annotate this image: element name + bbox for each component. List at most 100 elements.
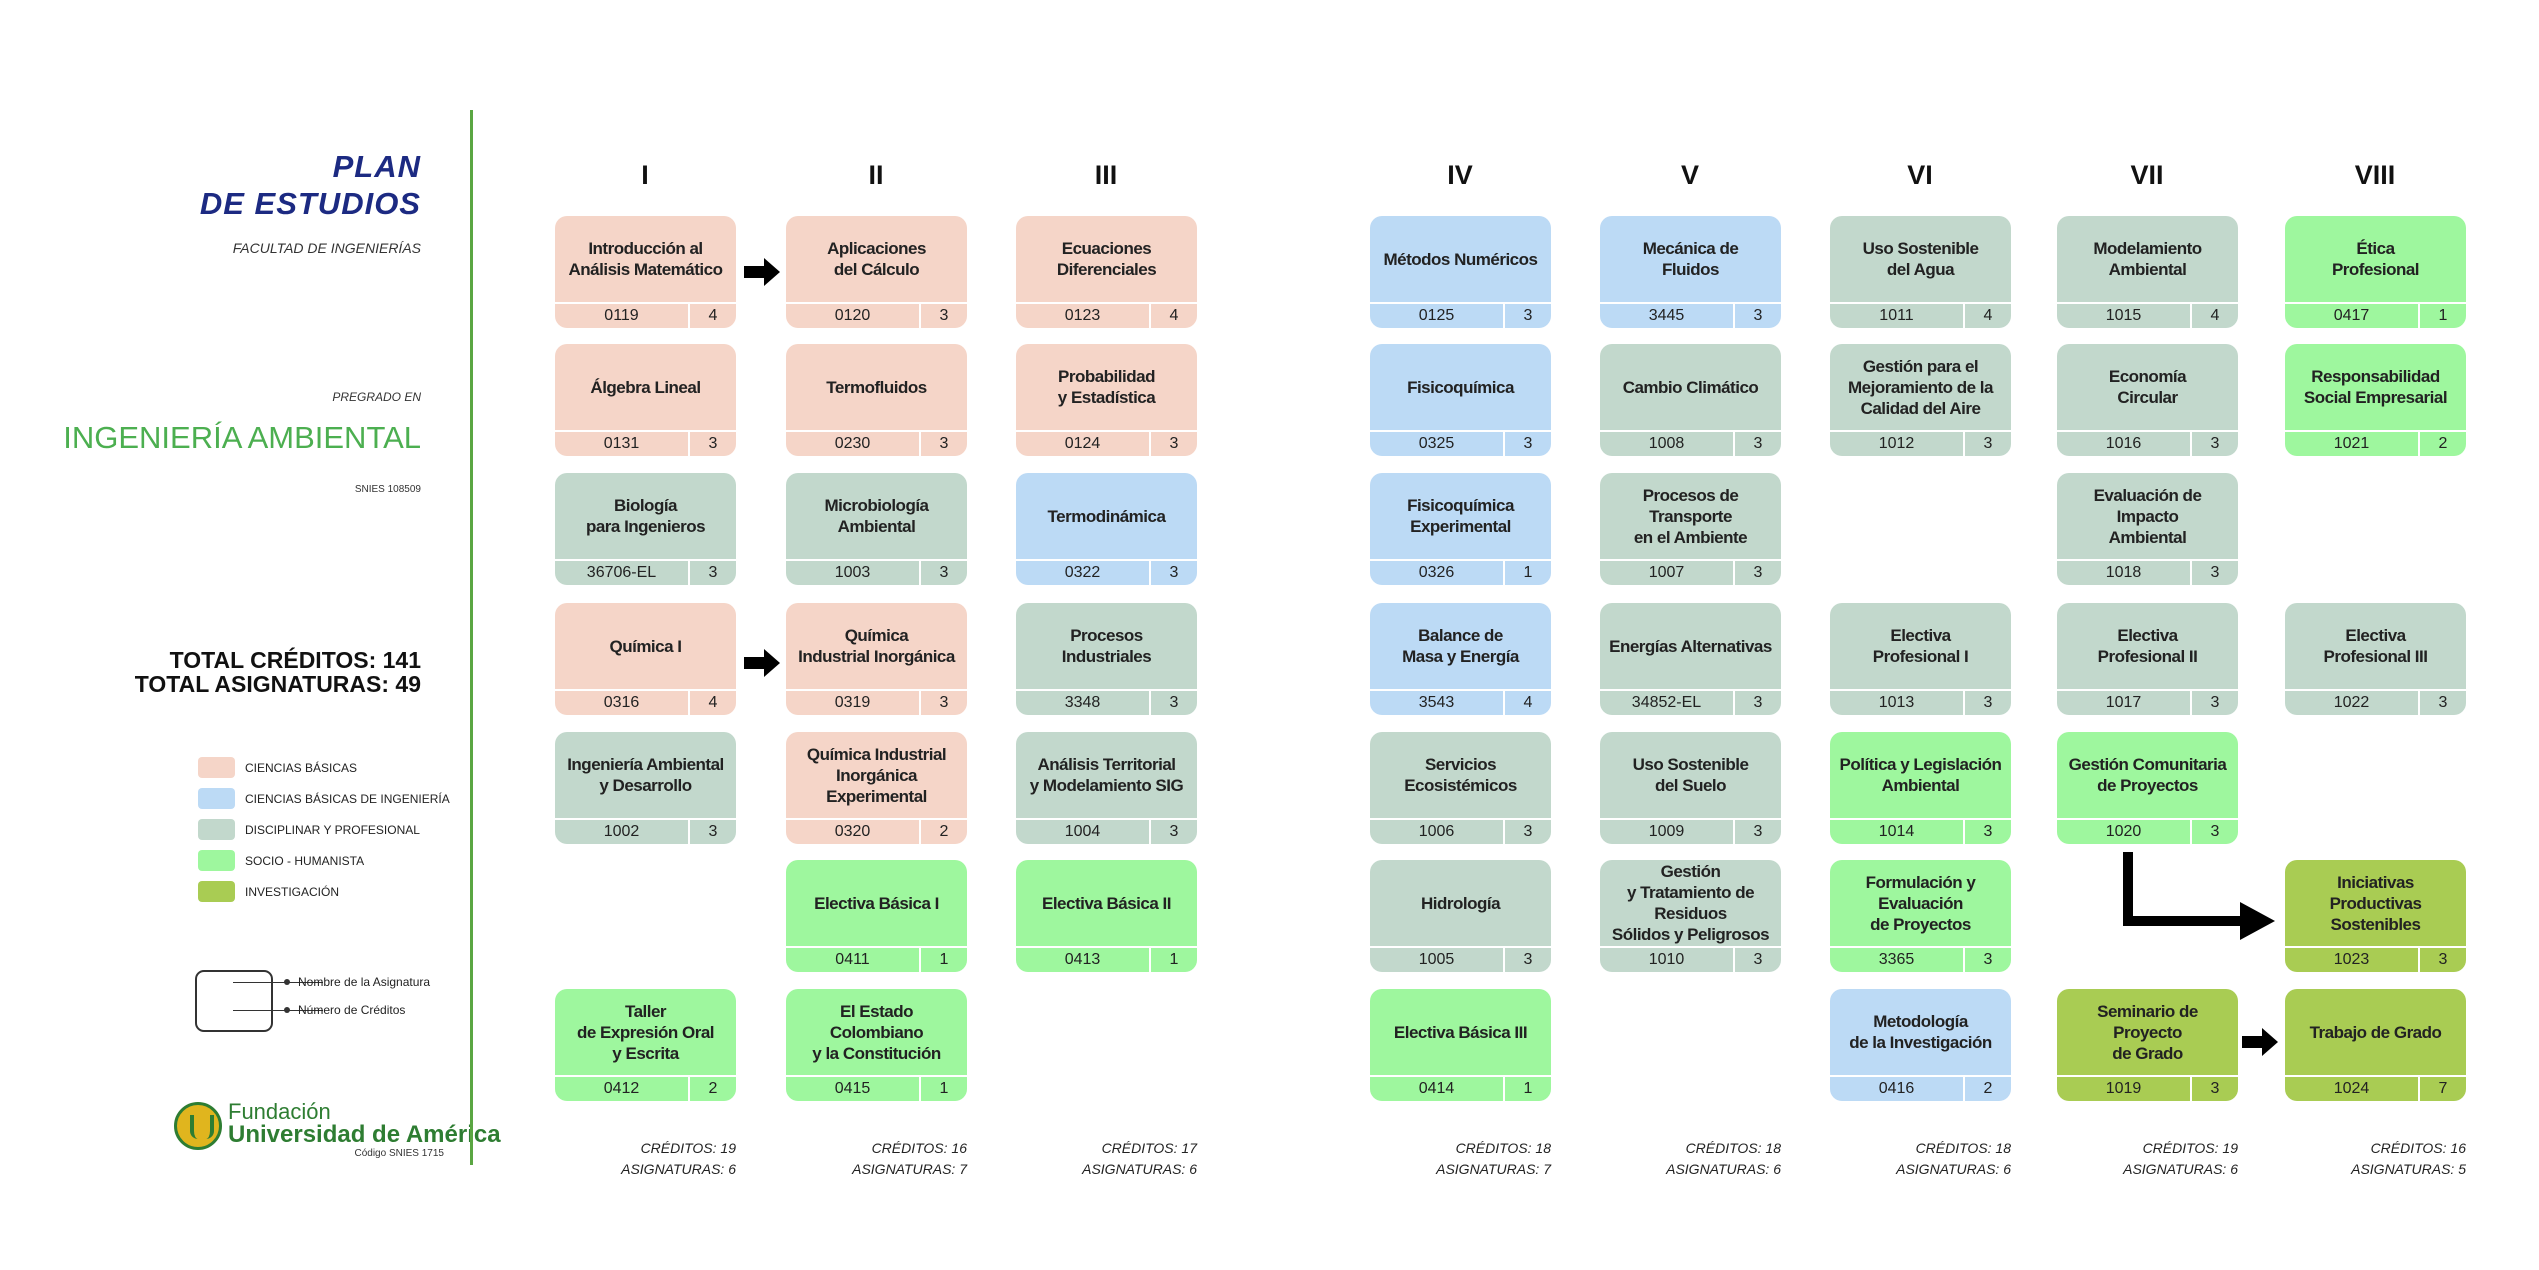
course-code: 3348 [1016, 691, 1151, 715]
semester-header: I [641, 160, 649, 190]
course-code: 1013 [1830, 691, 1965, 715]
course-credits: 3 [1523, 435, 1533, 452]
course-name: Microbiología Ambiental [824, 496, 930, 536]
course-code: 1016 [2057, 432, 2192, 456]
course-code: 1005 [1370, 948, 1505, 972]
course-name: Procesos de Transporte en el Ambiente [1633, 485, 1748, 547]
course-code: 0120 [786, 304, 921, 328]
course-credits: 3 [1983, 951, 1993, 968]
course-code: 1019 [2057, 1077, 2192, 1101]
key-dot-icon [284, 979, 290, 985]
course-card: El Estado Colombiano y la Constitución 04… [786, 989, 967, 1101]
legend: CIENCIAS BÁSICAS CIENCIAS BÁSICAS DE INGE… [198, 752, 450, 907]
course-name: Balance de Masa y Energía [1402, 626, 1519, 666]
course-code: 0417 [2285, 304, 2420, 328]
course-footer: 1009 3 [1600, 818, 1781, 844]
course-name: Análisis Territorial y Modelamiento SIG [1029, 755, 1184, 795]
legend-item: CIENCIAS BÁSICAS DE INGENIERÍA [198, 783, 450, 814]
course-footer: 1016 3 [2057, 430, 2238, 456]
course-code: 1023 [2285, 948, 2420, 972]
semester-header: VI [1907, 160, 1933, 190]
course-name: Electiva Profesional I [1872, 626, 1969, 666]
course-code: 1015 [2057, 304, 2192, 328]
legend-label: CIENCIAS BÁSICAS DE INGENIERÍA [245, 791, 450, 806]
course-credits: 7 [2438, 1080, 2448, 1097]
course-name: Responsabilidad Social Empresarial [2303, 367, 2448, 407]
course-card: Microbiología Ambiental 1003 3 [786, 473, 967, 585]
semester-subjects: ASIGNATURAS: 6 [1082, 1161, 1197, 1177]
course-code: 0123 [1016, 304, 1151, 328]
course-name: Métodos Numéricos [1383, 249, 1538, 269]
course-credits: 3 [1753, 823, 1763, 840]
course-credits: 3 [1983, 435, 1993, 452]
course-credits: 3 [2210, 564, 2220, 581]
course-name: El Estado Colombiano y la Constitución [812, 1001, 941, 1063]
key-dot-icon [284, 1007, 290, 1013]
course-credits: 3 [708, 435, 718, 452]
course-name: Probabilidad y Estadística [1057, 367, 1156, 407]
legend-item: CIENCIAS BÁSICAS [198, 752, 450, 783]
course-code: 1020 [2057, 820, 2192, 844]
course-credits: 1 [1523, 1080, 1533, 1097]
course-name: Taller de Expresión Oral y Escrita [577, 1001, 715, 1063]
course-name: Gestión y Tratamiento de Residuos Sólido… [1611, 862, 1770, 944]
course-code: 1022 [2285, 691, 2420, 715]
course-credits: 3 [1753, 694, 1763, 711]
course-credits: 3 [2210, 823, 2220, 840]
course-code: 1006 [1370, 820, 1505, 844]
course-code: 0124 [1016, 432, 1151, 456]
course-code: 1003 [786, 561, 921, 585]
legend-item: DISCIPLINAR Y PROFESIONAL [198, 814, 450, 845]
course-code: 1007 [1600, 561, 1735, 585]
arrow-head-icon [2240, 902, 2275, 940]
course-code: 0119 [555, 304, 690, 328]
arrow-right-icon [744, 258, 780, 286]
course-code: 3543 [1370, 691, 1505, 715]
legend-label: SOCIO - HUMANISTA [245, 853, 365, 868]
semester-header: VII [2130, 160, 2164, 190]
course-name: Energías Alternativas [1609, 636, 1772, 656]
course-card: Gestión para el Mejoramiento de la Calid… [1830, 344, 2011, 456]
course-credits: 3 [1169, 823, 1179, 840]
course-code: 1009 [1600, 820, 1735, 844]
course-code: 1024 [2285, 1077, 2420, 1101]
course-credits: 1 [939, 951, 949, 968]
legend-label: CIENCIAS BÁSICAS [245, 760, 358, 775]
total-credits: TOTAL CRÉDITOS: 141 [169, 647, 421, 673]
course-credits: 3 [2210, 435, 2220, 452]
course-footer: 1020 3 [2057, 818, 2238, 844]
course-code: 1002 [555, 820, 690, 844]
semester-header: II [868, 160, 884, 190]
legend-swatch [198, 788, 235, 809]
course-code: 1021 [2285, 432, 2420, 456]
semester-subjects: ASIGNATURAS: 7 [852, 1161, 967, 1177]
pregrado-label: PREGRADO EN [332, 390, 421, 404]
course-credits: 3 [939, 564, 949, 581]
course-name: Gestión para el Mejoramiento de la Calid… [1848, 356, 1993, 418]
